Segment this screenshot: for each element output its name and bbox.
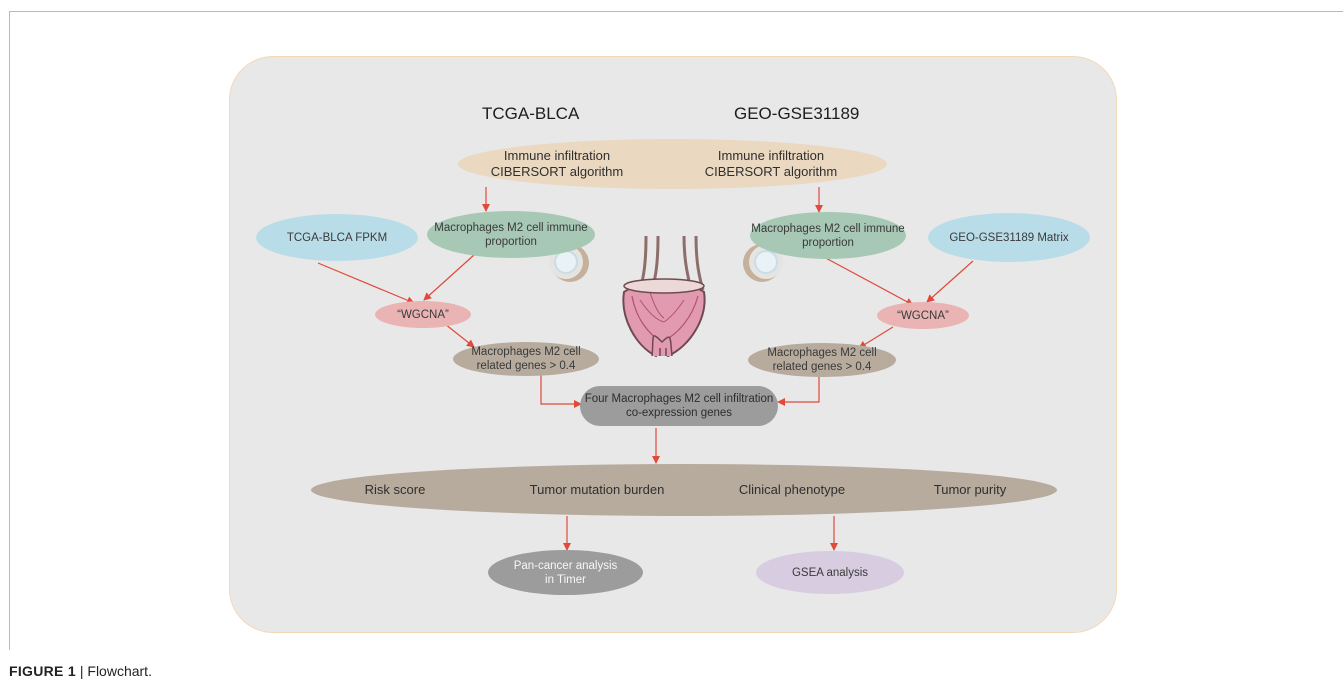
- arrow-matrix-to-wgcna-right: [926, 260, 974, 303]
- related-genes-right-node: Macrophages M2 cell related genes > 0.4: [748, 343, 896, 377]
- analysis-clinical-phenotype: Clinical phenotype: [738, 482, 846, 497]
- bladder-illustration: [622, 235, 706, 358]
- wgcna-left-node: “WGCNA”: [375, 301, 471, 328]
- arrow-m2-to-wgcna-right: [821, 255, 914, 306]
- related-genes-left-node: Macrophages M2 cell related genes > 0.4: [453, 342, 599, 376]
- immune-right-line1: Immune infiltration: [717, 148, 825, 163]
- caption-separator: |: [75, 663, 88, 679]
- coexpression-genes-node: Four Macrophages M2 cell infiltration co…: [580, 386, 778, 426]
- analysis-risk-score: Risk score: [364, 482, 426, 497]
- wgcna-right-node: “WGCNA”: [877, 302, 969, 329]
- sphere-left-illustration: [549, 244, 589, 282]
- figure-frame: [9, 11, 1343, 650]
- arrow-related-left-to-coexpression: [540, 375, 582, 408]
- header-tcga-blca: TCGA-BLCA: [482, 104, 580, 123]
- analysis-tumor-purity: Tumor purity: [933, 482, 1007, 497]
- pan-cancer-node: Pan-cancer analysis in Timer: [488, 550, 643, 595]
- arrow-m2-to-wgcna-left: [423, 254, 475, 301]
- immune-left-line1: Immune infiltration: [503, 148, 611, 163]
- arrow-wgcna-to-related-right: [858, 326, 894, 349]
- arrow-related-right-to-coexpression: [777, 377, 820, 406]
- tcga-fpkm-node: TCGA-BLCA FPKM: [256, 214, 418, 261]
- sphere-right-illustration: [743, 244, 783, 282]
- caption-label: FIGURE 1: [9, 663, 76, 679]
- geo-matrix-node: GEO-GSE31189 Matrix: [928, 213, 1090, 262]
- gsea-analysis-node: GSEA analysis: [756, 551, 904, 594]
- immune-infiltration-node: [458, 139, 887, 189]
- header-geo-gse31189: GEO-GSE31189: [734, 104, 860, 123]
- caption-text: Flowchart.: [87, 663, 152, 679]
- arrow-fpkm-to-wgcna-left: [317, 262, 415, 304]
- analyses-node: [311, 464, 1057, 516]
- analysis-tumor-mutation-burden: Tumor mutation burden: [529, 482, 665, 497]
- arrow-wgcna-to-related-left: [444, 323, 475, 348]
- immune-left-line2: CIBERSORT algorithm: [490, 164, 624, 179]
- immune-right-line2: CIBERSORT algorithm: [704, 164, 838, 179]
- m2-proportion-left-node: Macrophages M2 cell immune proportion: [427, 211, 595, 258]
- m2-proportion-right-node: Macrophages M2 cell immune proportion: [750, 212, 906, 259]
- figure-caption: FIGURE 1 | Flowchart.: [9, 663, 152, 679]
